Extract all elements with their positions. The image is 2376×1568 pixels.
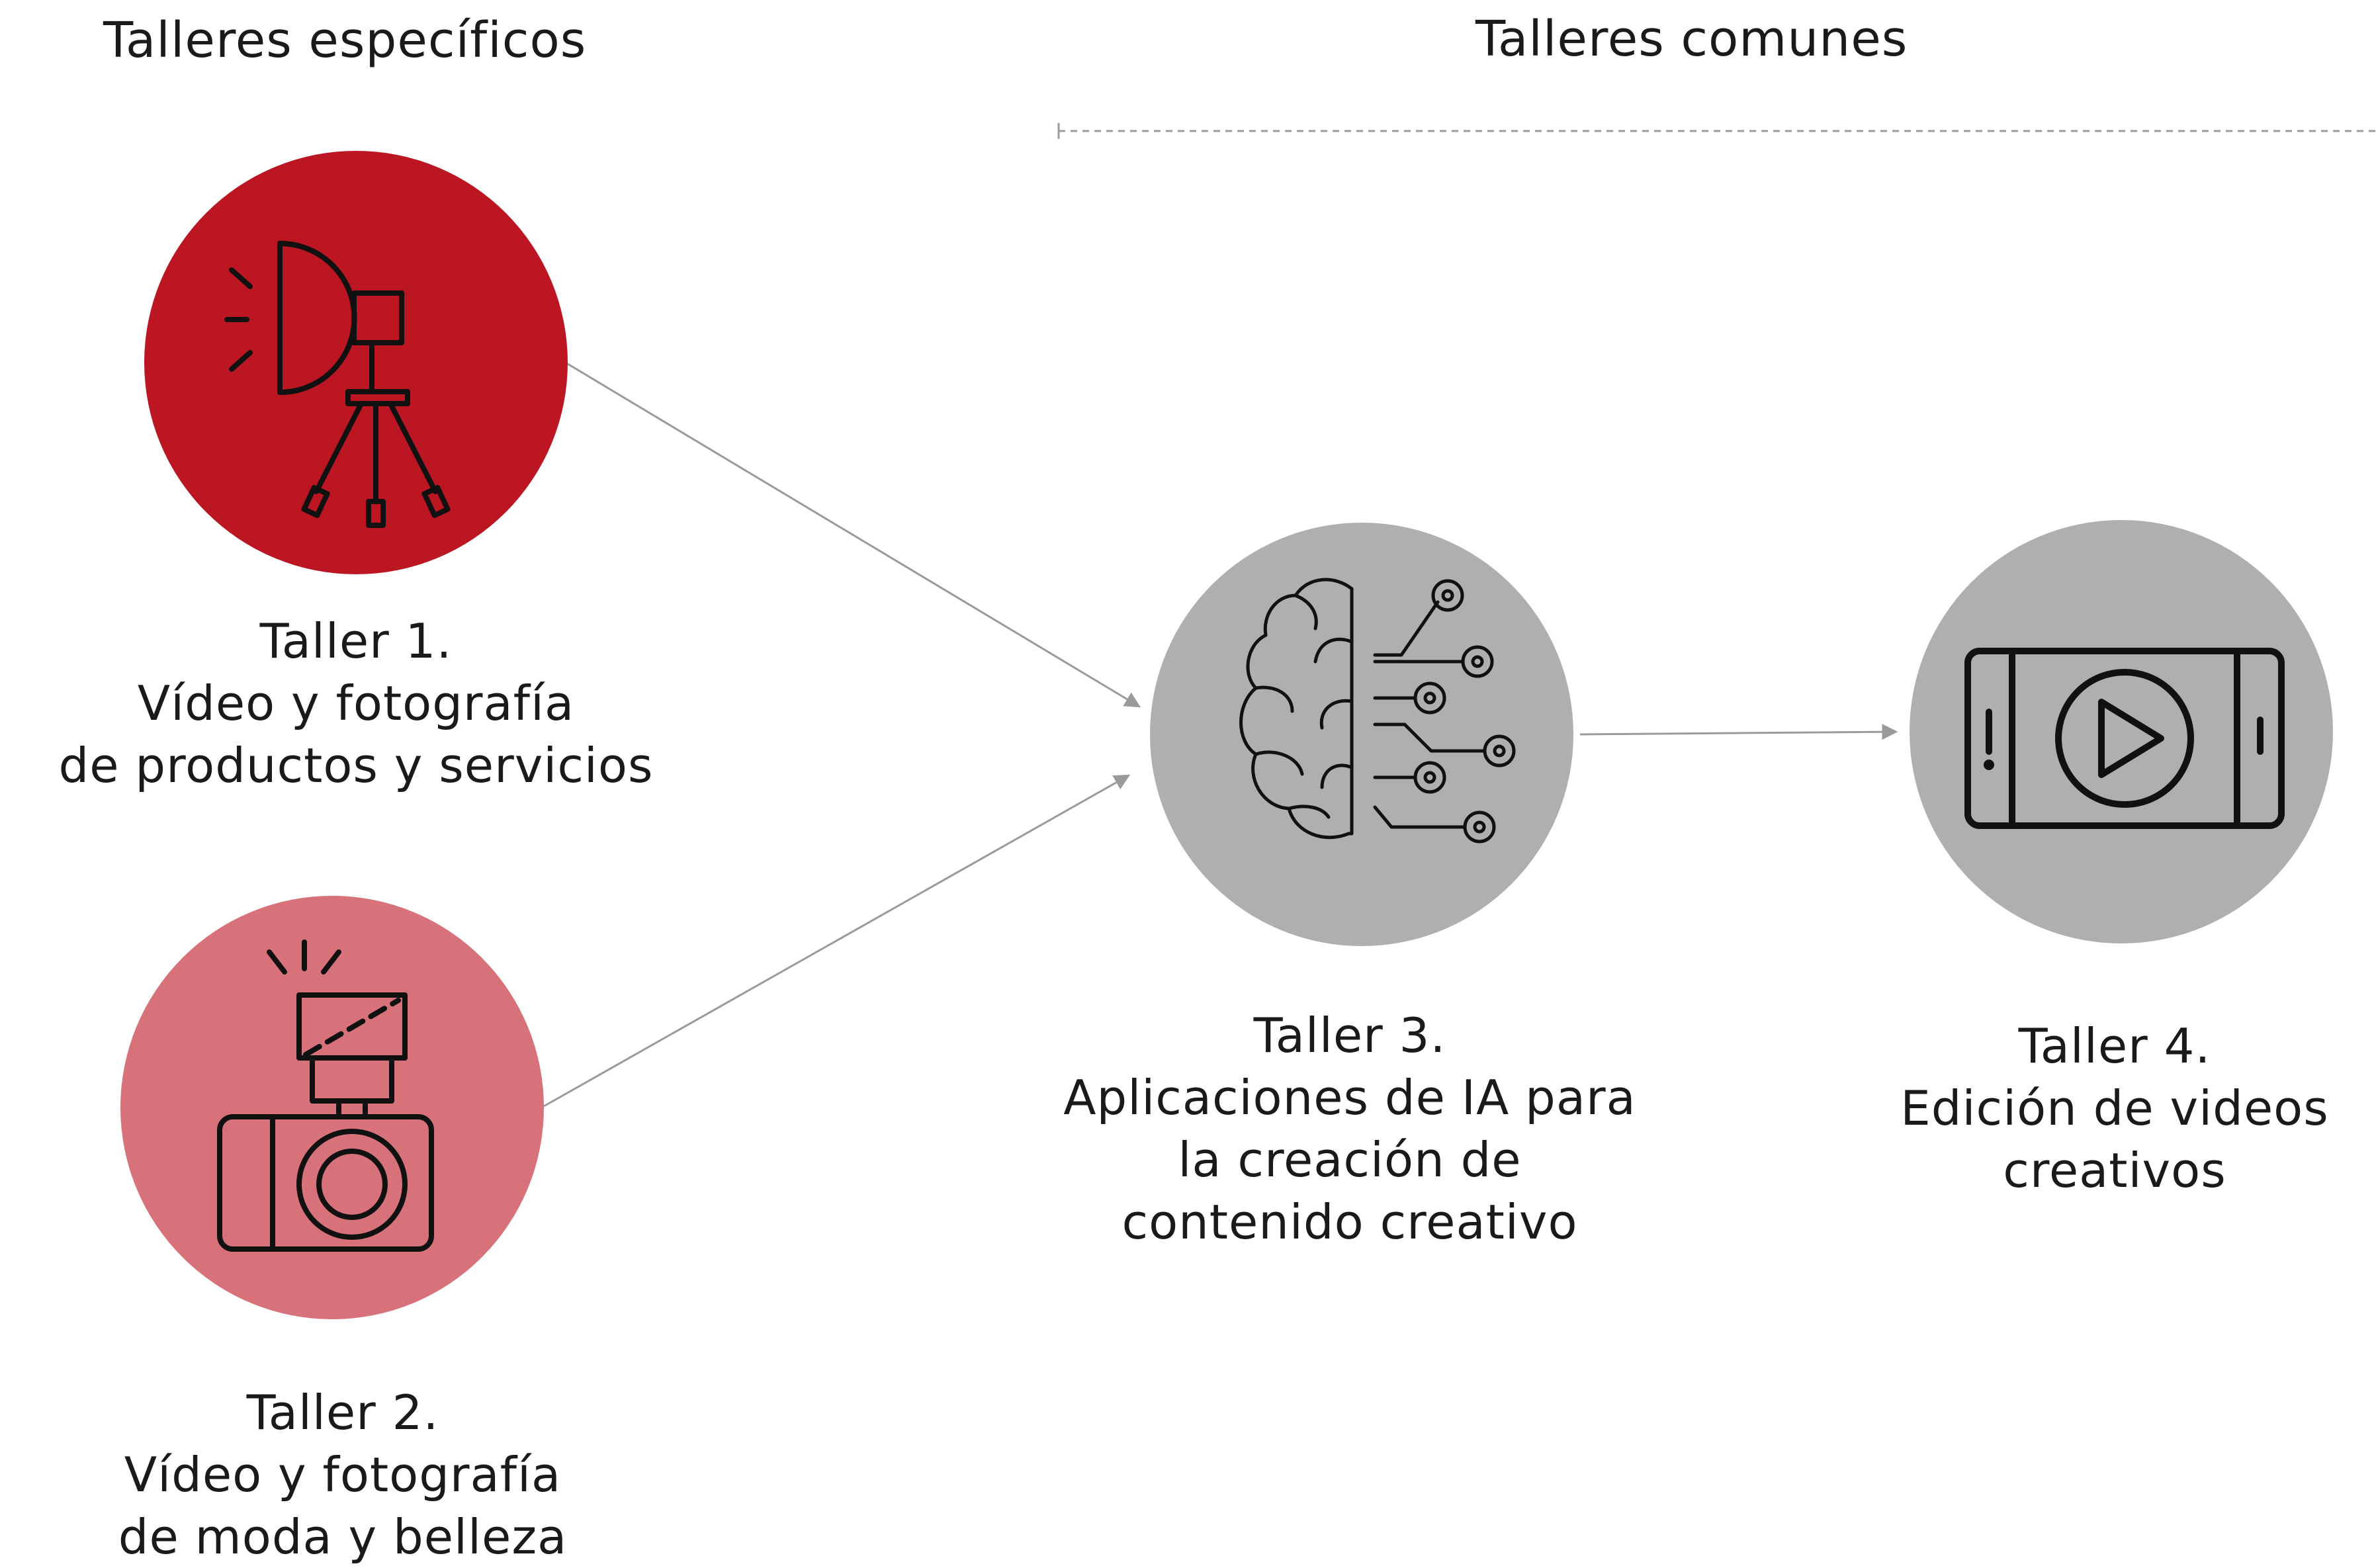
workshop-3-line-1: Aplicaciones de IA para: [1063, 1070, 1636, 1125]
connector-3-to-4: [1579, 724, 1898, 740]
workshop-4-caption: Taller 4. Edición de videos creativos: [1857, 1015, 2373, 1201]
workshop-3-caption: Taller 3. Aplicaciones de IA para la cre…: [1019, 1004, 1681, 1253]
workshop-1-title: Taller 1.: [259, 613, 453, 669]
workshop-1-line-1: Vídeo y fotografía: [137, 675, 575, 731]
connector-2-to-3: [543, 774, 1131, 1108]
workshop-4-line-1: Edición de videos: [1900, 1080, 2329, 1136]
workshop-1-circle: [144, 151, 568, 574]
workshop-4-title: Taller 4.: [2018, 1018, 2211, 1074]
workshop-1-caption: Taller 1. Vídeo y fotografía de producto…: [12, 610, 700, 797]
workshop-3-circle: [1150, 523, 1573, 946]
workshop-3-line-3: contenido creativo: [1122, 1194, 1578, 1250]
workshop-4-line-2: creativos: [2003, 1143, 2226, 1198]
workshop-2-title: Taller 2.: [246, 1385, 439, 1440]
connector-1-to-3: [567, 363, 1141, 708]
workshop-3-title: Taller 3.: [1253, 1008, 1446, 1063]
workshop-2-line-2: de moda y belleza: [118, 1509, 568, 1565]
workshop-3-line-2: la creación de: [1178, 1132, 1522, 1188]
workshop-2-caption: Taller 2. Vídeo y fotografía de moda y b…: [12, 1381, 674, 1568]
ai-brain-circuit-icon: [1239, 578, 1516, 844]
camera-flash-icon: [217, 939, 434, 1252]
heading-common: Talleres comunes: [1475, 11, 1908, 67]
studio-light-icon: [224, 241, 451, 528]
workshop-2-line-1: Vídeo y fotografía: [124, 1447, 562, 1503]
phone-video-play-icon: [1964, 648, 2285, 829]
workshop-1-line-2: de productos y servicios: [58, 738, 654, 793]
heading-specific: Talleres específicos: [103, 12, 587, 69]
